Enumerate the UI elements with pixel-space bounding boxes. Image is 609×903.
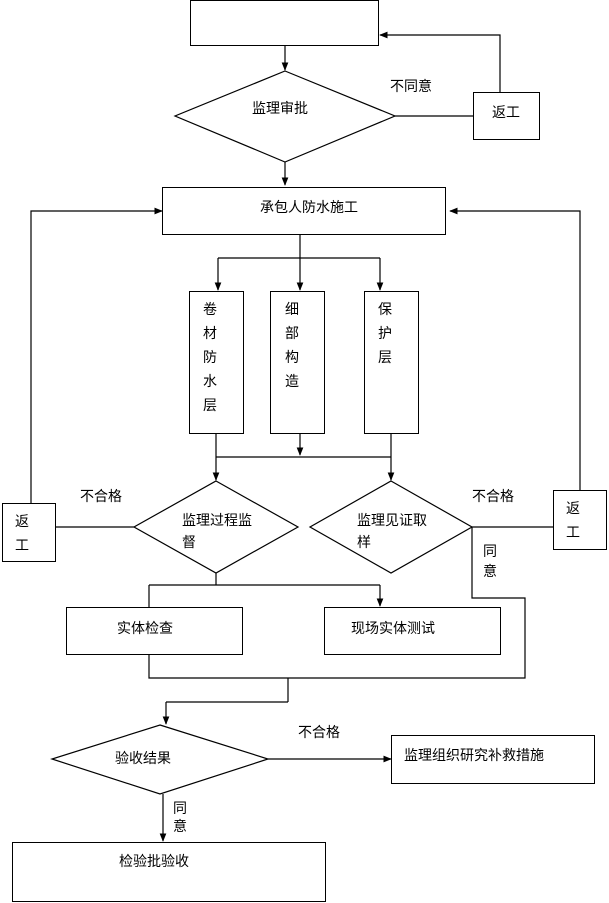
arrow-rework-to-plan — [379, 31, 501, 92]
supervisor-approve-label: 监理审批 — [252, 101, 308, 117]
arrow-rework-left — [30, 207, 163, 503]
rework-right-box: 返工 — [553, 490, 607, 550]
rework-right-label: 返工 — [566, 501, 580, 541]
physical-check-label: 实体检查 — [117, 621, 173, 637]
rework-left-label: 返工 — [15, 514, 29, 554]
process-supervise-label: 监理过程监督 — [182, 513, 252, 551]
contractor-construct-box: 承包人防水施工 — [162, 187, 446, 235]
batch-accept-label: 检验批验收 — [119, 854, 189, 870]
fail-right-label: 不合格 — [472, 489, 514, 505]
agree-bottom-label: 同意 — [173, 801, 187, 835]
membrane-label: 卷材防水层 — [203, 302, 217, 414]
protect-label: 保护层 — [378, 302, 392, 366]
detail-box: 细部构造 — [270, 291, 325, 434]
witness-sample-label: 监理见证取样 — [357, 513, 427, 551]
fail-bottom-label: 不合格 — [298, 725, 340, 741]
membrane-box: 卷材防水层 — [189, 291, 244, 434]
remedy-label: 监理组织研究补救措施 — [404, 748, 544, 764]
disagree-label: 不同意 — [390, 79, 432, 95]
diamond-acceptance-result — [50, 724, 270, 795]
diamond-witness-sample — [308, 480, 474, 574]
batch-accept-box: 检验批验收 — [12, 842, 326, 902]
site-test-label: 现场实体测试 — [351, 621, 435, 637]
contractor-construct-label: 承包人防水施工 — [260, 200, 358, 216]
acceptance-result-label: 验收结果 — [115, 751, 171, 767]
line-agree-right — [148, 527, 526, 679]
arrow-rework-right — [449, 207, 581, 490]
site-test-box: 现场实体测试 — [324, 607, 501, 655]
rework-top-label: 返工 — [492, 105, 520, 121]
physical-check-box: 实体检查 — [66, 607, 243, 655]
remedy-box: 监理组织研究补救措施 — [391, 735, 595, 784]
fail-left-label: 不合格 — [80, 489, 122, 505]
agree-right-label: 同意 — [483, 544, 497, 580]
detail-label: 细部构造 — [285, 302, 299, 390]
rework-left-box: 返工 — [2, 503, 56, 562]
protect-box: 保护层 — [364, 291, 419, 434]
rework-top-box: 返工 — [473, 92, 540, 140]
plan-approval-box — [190, 0, 379, 46]
